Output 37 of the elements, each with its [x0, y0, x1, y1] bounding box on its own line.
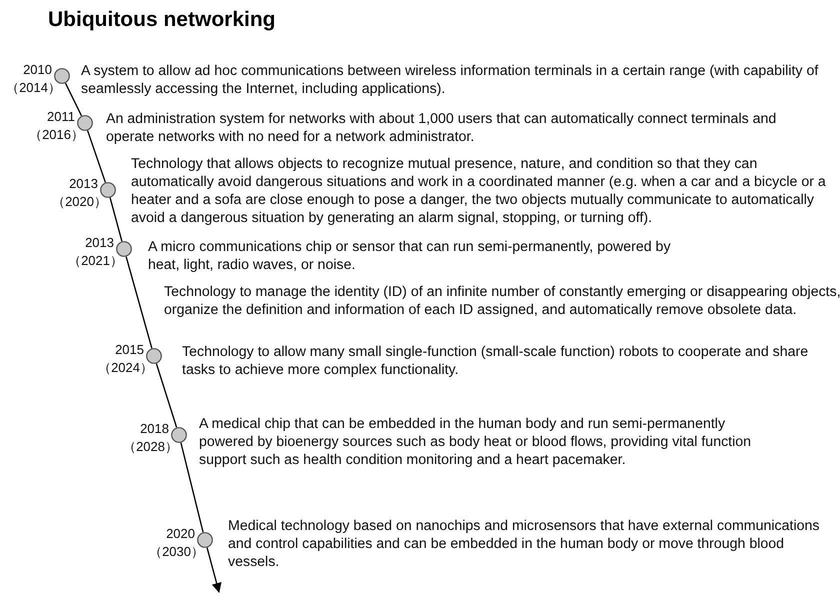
timeline-marker	[146, 348, 162, 364]
timeline-marker	[197, 532, 213, 548]
description-text: Technology that allows objects to recognize mutual presence, nature, and condition so that they can automatically avoid dangerous situations and work in a coordinated manner (e.g. when a car and a bicycle or a heater and a sofa are close enough to pose a danger, the two objects mutually communicate to automatically avoid a dangerous situation by generating an alarm signal, stopping, or turning off).	[131, 155, 827, 227]
forecast-year-label: （2021）	[68, 252, 123, 270]
forecast-year-label: （2028）	[123, 438, 178, 456]
timeline-marker	[54, 68, 70, 84]
forecast-year-label: （2030）	[149, 543, 204, 561]
timeline-marker	[100, 182, 116, 198]
forecast-year-label: （2024）	[98, 359, 153, 377]
timeline-marker	[171, 427, 187, 443]
description-text: A medical chip that can be embedded in the human body and run semi-permanently powered by bioenergy sources such as body heat or blood flows, providing vital function support such as health condition monitoring and a heart pacemaker.	[199, 415, 752, 469]
timeline-line	[156, 363, 178, 428]
timeline-marker	[77, 115, 93, 131]
year-label: 2018	[140, 420, 169, 438]
timeline-line	[180, 442, 204, 532]
year-label: 2020	[166, 525, 195, 543]
timeline-marker	[116, 241, 132, 257]
timeline-line	[126, 256, 152, 348]
description-text: Technology to allow many small single-function (small-scale function) robots to cooperate and share tasks to achieve more complex functionality.	[182, 343, 810, 379]
year-label: 2015	[115, 341, 144, 359]
year-label: 2011	[47, 108, 75, 126]
title: Ubiquitous networking	[48, 8, 276, 32]
timeline-line	[109, 198, 123, 242]
timeline-line	[86, 130, 106, 183]
description-text: A micro communications chip or sensor that can run semi-permanently, powered by heat, light, radio waves, or noise.	[148, 238, 672, 274]
forecast-year-label: （2020）	[52, 193, 107, 211]
description-text: Technology to manage the identity (ID) of an infinite number of constantly emerging or disappearing objects, organize the definition and information of each ID assigned, and automatically remove obsolete data.	[164, 283, 840, 319]
forecast-year-label: （2016）	[29, 126, 84, 144]
year-label: 2013	[85, 234, 114, 252]
description-text: An administration system for networks with about 1,000 users that can automatically connect terminals and operate networks with no need for a network administrator.	[106, 110, 778, 146]
year-label: 2010	[23, 61, 52, 79]
forecast-year-label: （2014）	[6, 79, 61, 97]
timeline-line	[64, 82, 82, 116]
description-text: Medical technology based on nanochips and microsensors that have external communications and control capabilities and can be embedded in the human body or move through blood vessels.	[228, 517, 820, 571]
year-label: 2013	[69, 175, 98, 193]
arrow	[206, 548, 222, 593]
description-text: A system to allow ad hoc communications between wireless information terminals in a certain range (with capability of seamlessly accessing the Internet, including applications).	[81, 62, 820, 98]
